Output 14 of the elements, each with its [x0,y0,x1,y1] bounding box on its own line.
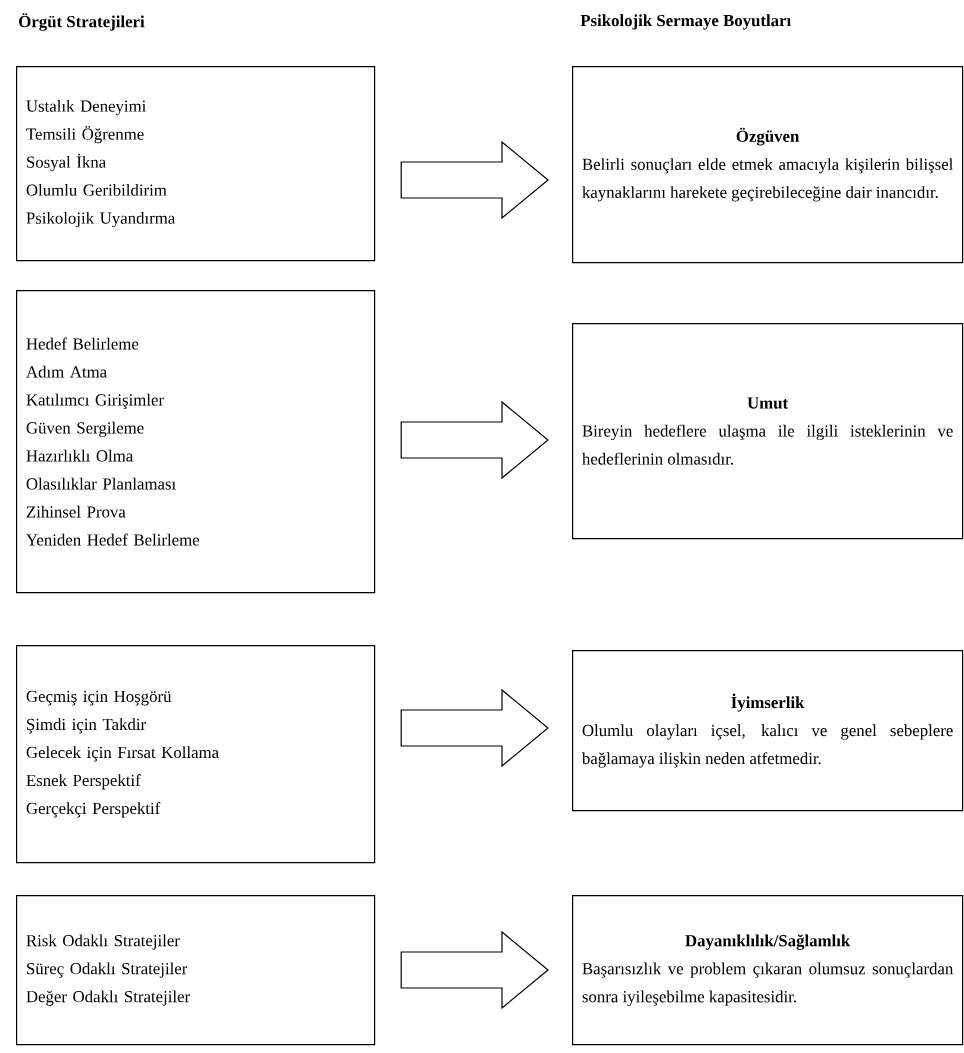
column-heading: Psikolojik Sermaye Boyutları [580,14,791,30]
definition-box: İyimserlik Olumlu olayları içsel, kalıcı ve genel sebeplere bağlamaya ilişkin neden atfetmedir. [572,650,964,812]
column-heading: Örgüt Stratejileri [19,13,145,31]
definition-box: Umut Bireyin hedeflere ulaşma ile ilgili isteklerinin ve hedeflerinin olmasıdır. [572,323,964,540]
strategy-list-box: Hedef Belirleme Adım Atma Katılımcı Girişimler Güven Sergileme Hazırlıklı Olma Olasılıklar Planlaması Zihinsel Prova Yeniden Hedef Belirleme [16,290,376,594]
block-arrow [400,930,549,1010]
strategy-list-box: Risk Odaklı Stratejiler Süreç Odaklı Stratejiler Değer Odaklı Stratejiler [16,895,376,1046]
block-arrow [400,400,549,480]
block-arrow [400,688,549,768]
definition-box: Özgüven Belirli sonuçları elde etmek amacıyla kişilerin bilişsel kaynaklarını harekete geçirebileceğine dair inancıdır. [572,66,964,264]
strategy-list-box: Geçmiş için Hoşgörü Şimdi için Takdir Gelecek için Fırsat Kollama Esnek Perspektif Gerçekçi Perspektif [16,645,376,864]
strategy-list-box: Ustalık Deneyimi Temsili Öğrenme Sosyal İkna Olumlu Geribildirim Psikolojik Uyandırma [16,66,376,262]
definition-box: Dayanıklılık/Sağlamlık Başarısızlık ve problem çıkaran olumsuz sonuçlardan sonra iyileşebilme kapasitesidir. [572,895,964,1046]
block-arrow [400,140,549,220]
